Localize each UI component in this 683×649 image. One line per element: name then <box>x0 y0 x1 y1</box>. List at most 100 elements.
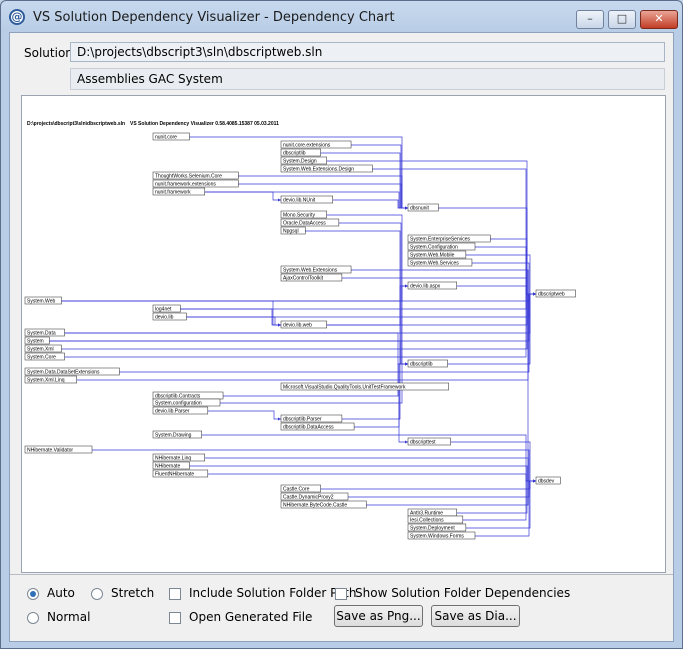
chart-node: devio.lib <box>152 312 187 321</box>
stretch-radio[interactable]: Stretch <box>91 585 154 601</box>
chart-node: dbscriptweb <box>535 289 576 298</box>
stretch-radio-dot[interactable] <box>91 587 103 600</box>
show-folder-deps-label: Show Solution Folder Dependencies <box>355 586 571 600</box>
chart-link-arrow <box>278 417 281 421</box>
chart-node: System.configuration <box>152 398 221 407</box>
chart-node-box <box>280 414 343 423</box>
normal-radio-dot[interactable] <box>27 611 39 624</box>
chart-node: System.Data.DataSetExtensions <box>24 367 120 376</box>
chart-link <box>332 199 408 209</box>
chart-node-label: dbscriptlib.DataAccess <box>283 425 334 431</box>
chart-link <box>447 293 536 365</box>
solution-label: Solution <box>24 46 73 60</box>
chart-node-box <box>24 367 120 376</box>
chart-link-arrow <box>405 284 408 288</box>
chart-node-label: dbscriptlib <box>283 151 306 157</box>
chart-node-label: NHibernate.ByteCode.Castle <box>283 503 347 509</box>
chart-node-box <box>407 523 467 532</box>
chart-node-box <box>407 515 464 524</box>
chart-node: System.Web.Extensions.Design <box>280 164 373 173</box>
show-folder-deps-checkbox[interactable]: Show Solution Folder Dependencies <box>335 585 570 601</box>
save-png-button[interactable]: Save as Png... <box>334 605 423 627</box>
include-folder-path-box[interactable] <box>169 587 181 600</box>
chart-node-box <box>407 437 451 446</box>
chart-node-label: dbscriptlib <box>410 362 433 368</box>
chart-node-label: nunit.core.extensions <box>283 143 331 149</box>
chart-node: System.Core <box>24 352 65 361</box>
chart-node: dbscriptlib <box>280 148 321 157</box>
chart-node: log4net <box>152 304 181 313</box>
chart-node-label: System.Web.Extensions.Design <box>283 167 354 173</box>
chart-link <box>471 262 536 295</box>
open-generated-box[interactable] <box>169 611 181 624</box>
chart-node-box <box>152 398 221 407</box>
chart-node-box <box>24 296 62 305</box>
include-folder-path-label: Include Solution Folder Path <box>189 586 357 600</box>
stretch-radio-label: Stretch <box>111 586 155 600</box>
dependency-chart-panel[interactable]: D:\projects\dbscript3\sln\dbscriptweb.sl… <box>21 95 666 573</box>
chart-node-label: log4net <box>155 307 172 313</box>
chart-link-arrow <box>278 198 281 202</box>
chart-node-box <box>280 273 343 282</box>
chart-node-box <box>24 352 65 361</box>
chart-node-label: System.Design <box>283 159 317 165</box>
chart-node-box <box>280 218 340 227</box>
chart-node: Oracle.DataAccess <box>280 218 340 227</box>
chart-node-label: ThoughtWorks.Selenium.Core <box>155 174 222 180</box>
chart-link <box>326 214 408 365</box>
title-bar[interactable]: @ VS Solution Dependency Visualizer - De… <box>1 1 682 31</box>
solution-path-field[interactable]: D:\projects\dbscript3\sln\dbscriptweb.sl… <box>70 42 665 62</box>
chart-node: devio.lib.aspx <box>407 281 457 290</box>
chart-link <box>320 480 536 490</box>
show-folder-deps-box[interactable] <box>335 587 347 600</box>
chart-node-label: System.configuration <box>155 401 202 407</box>
chart-link <box>326 293 536 326</box>
chart-node-box <box>280 148 321 157</box>
chart-node-box <box>280 140 352 149</box>
normal-radio-label: Normal <box>47 610 91 624</box>
chart-node-box <box>280 492 349 501</box>
chart-node: dbscripttest <box>407 437 451 446</box>
include-folder-path-checkbox[interactable]: Include Solution Folder Path <box>169 585 356 601</box>
chart-link-arrow <box>405 362 408 366</box>
open-generated-checkbox[interactable]: Open Generated File <box>169 609 312 625</box>
save-dia-button[interactable]: Save as Dia... <box>431 605 520 627</box>
chart-node: nunit.framework <box>152 187 205 196</box>
chart-header-path: D:\projects\dbscript3\sln\dbscriptweb.sl… <box>27 121 125 127</box>
chart-node-label: devio.lib.Parser <box>155 409 190 415</box>
chart-node: System.Deployment <box>407 523 467 532</box>
normal-radio[interactable]: Normal <box>27 609 90 625</box>
chart-node: devio.lib.NUnit <box>280 195 333 204</box>
chart-node: devio.lib.Parser <box>152 406 209 415</box>
minimize-button[interactable]: – <box>576 10 604 29</box>
auto-radio-dot[interactable] <box>27 587 39 600</box>
chart-link <box>465 480 536 529</box>
chart-node-box <box>152 312 187 321</box>
close-button[interactable]: ✕ <box>640 10 678 29</box>
chart-node-box <box>535 289 576 298</box>
chart-node-box <box>152 187 205 196</box>
auto-radio[interactable]: Auto <box>27 585 75 601</box>
chart-node-label: System.Data.DataSetExtensions <box>27 370 100 376</box>
chart-link <box>64 332 408 365</box>
chart-node: NHibernate.ByteCode.Castle <box>280 500 367 509</box>
chart-node-box <box>152 132 190 141</box>
chart-node-box <box>535 476 561 485</box>
chart-node: System.Drawing <box>152 430 202 439</box>
chart-link <box>366 480 536 506</box>
chart-node-label: AjaxControlToolkit <box>283 276 324 282</box>
chart-node-label: Castle.DynamicProxy2 <box>283 495 334 501</box>
maximize-button[interactable]: □ <box>608 10 636 29</box>
chart-node-label: dbscriptlib.Parser <box>283 417 322 423</box>
chart-link <box>207 473 536 482</box>
chart-link <box>450 441 536 482</box>
chart-node-label: NHibernate.Validator <box>27 448 73 454</box>
chart-node: nunit.core <box>152 132 190 141</box>
chart-node: System <box>24 336 50 345</box>
chart-node-label: Antlr3.Runtime <box>410 511 443 517</box>
chart-node-label: System.Core <box>27 355 56 361</box>
chart-link <box>465 254 536 295</box>
chart-link <box>204 457 536 482</box>
chart-node: dbscriptlib.Parser <box>280 414 343 423</box>
